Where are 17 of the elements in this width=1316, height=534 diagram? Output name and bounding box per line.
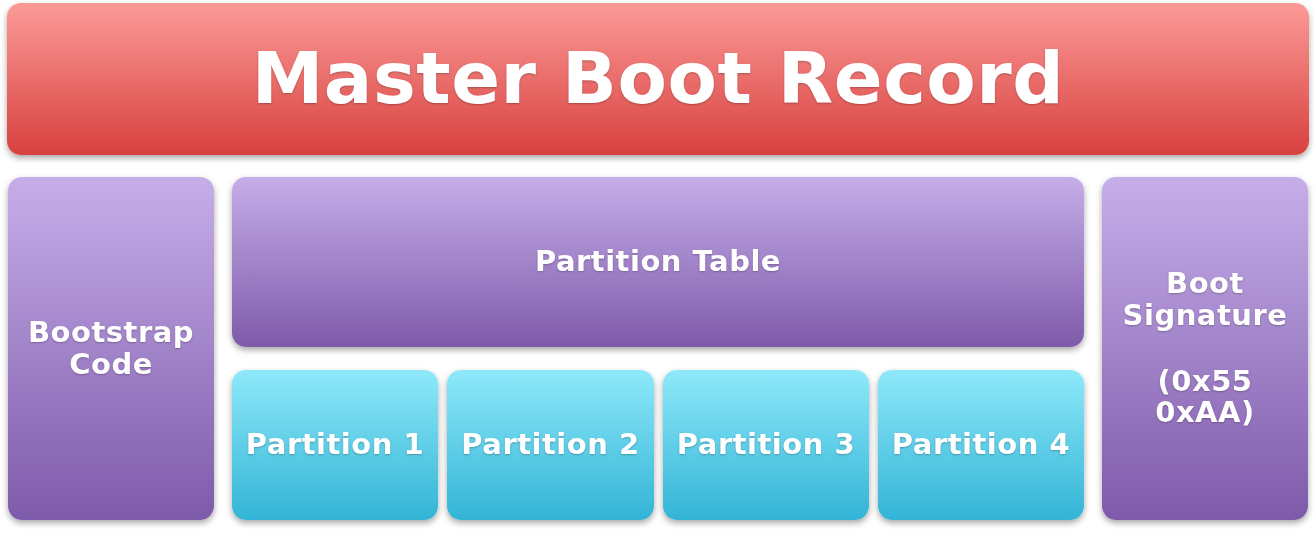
section-box [8,177,214,520]
box-label: Partition 3 [676,429,856,461]
partition-box [878,370,1084,520]
box-label: Bootstrap Code [26,316,196,381]
box-label: Partition 4 [891,429,1071,461]
partition-box [663,370,869,520]
box-label: Boot Signature [1121,267,1289,332]
box-label: Partition 1 [245,429,425,461]
section-box [232,177,1084,347]
partition-box [232,370,438,520]
box-label: Partition Table [534,246,782,278]
title-banner [7,3,1309,155]
section-box [1102,177,1308,520]
box-label: (0x55 0xAA) [1154,365,1256,430]
box-label: Partition 2 [461,429,640,461]
title: Master Boot Record [251,39,1065,119]
partition-box [447,370,654,520]
